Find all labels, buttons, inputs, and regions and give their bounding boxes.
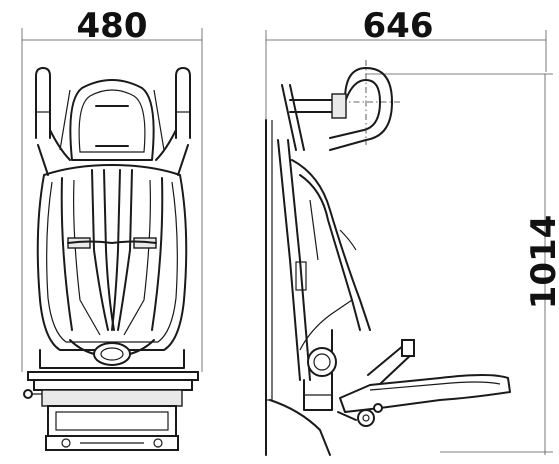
side-grab-handle [281,60,400,151]
front-grab-handles [35,67,191,176]
side-seat-cushion [339,339,511,413]
width-dimension-lines [21,28,203,372]
front-seat-base [23,349,199,451]
height-dimension-label: 1014 [524,215,559,310]
front-harness [67,169,157,336]
depth-dimension-label: 646 [363,6,434,46]
side-frame-column [303,329,337,411]
side-backrest [277,139,371,381]
front-headrest [59,79,165,161]
front-buckle [69,339,155,366]
depth-dimension-lines [265,30,547,455]
front-view: 480 [21,6,203,451]
side-hinge-mechanism [299,299,383,427]
width-dimension-label: 480 [77,6,148,46]
mounting-wall [265,119,331,456]
height-dimension-lines [365,73,553,455]
side-view: 646 1014 [265,6,559,456]
